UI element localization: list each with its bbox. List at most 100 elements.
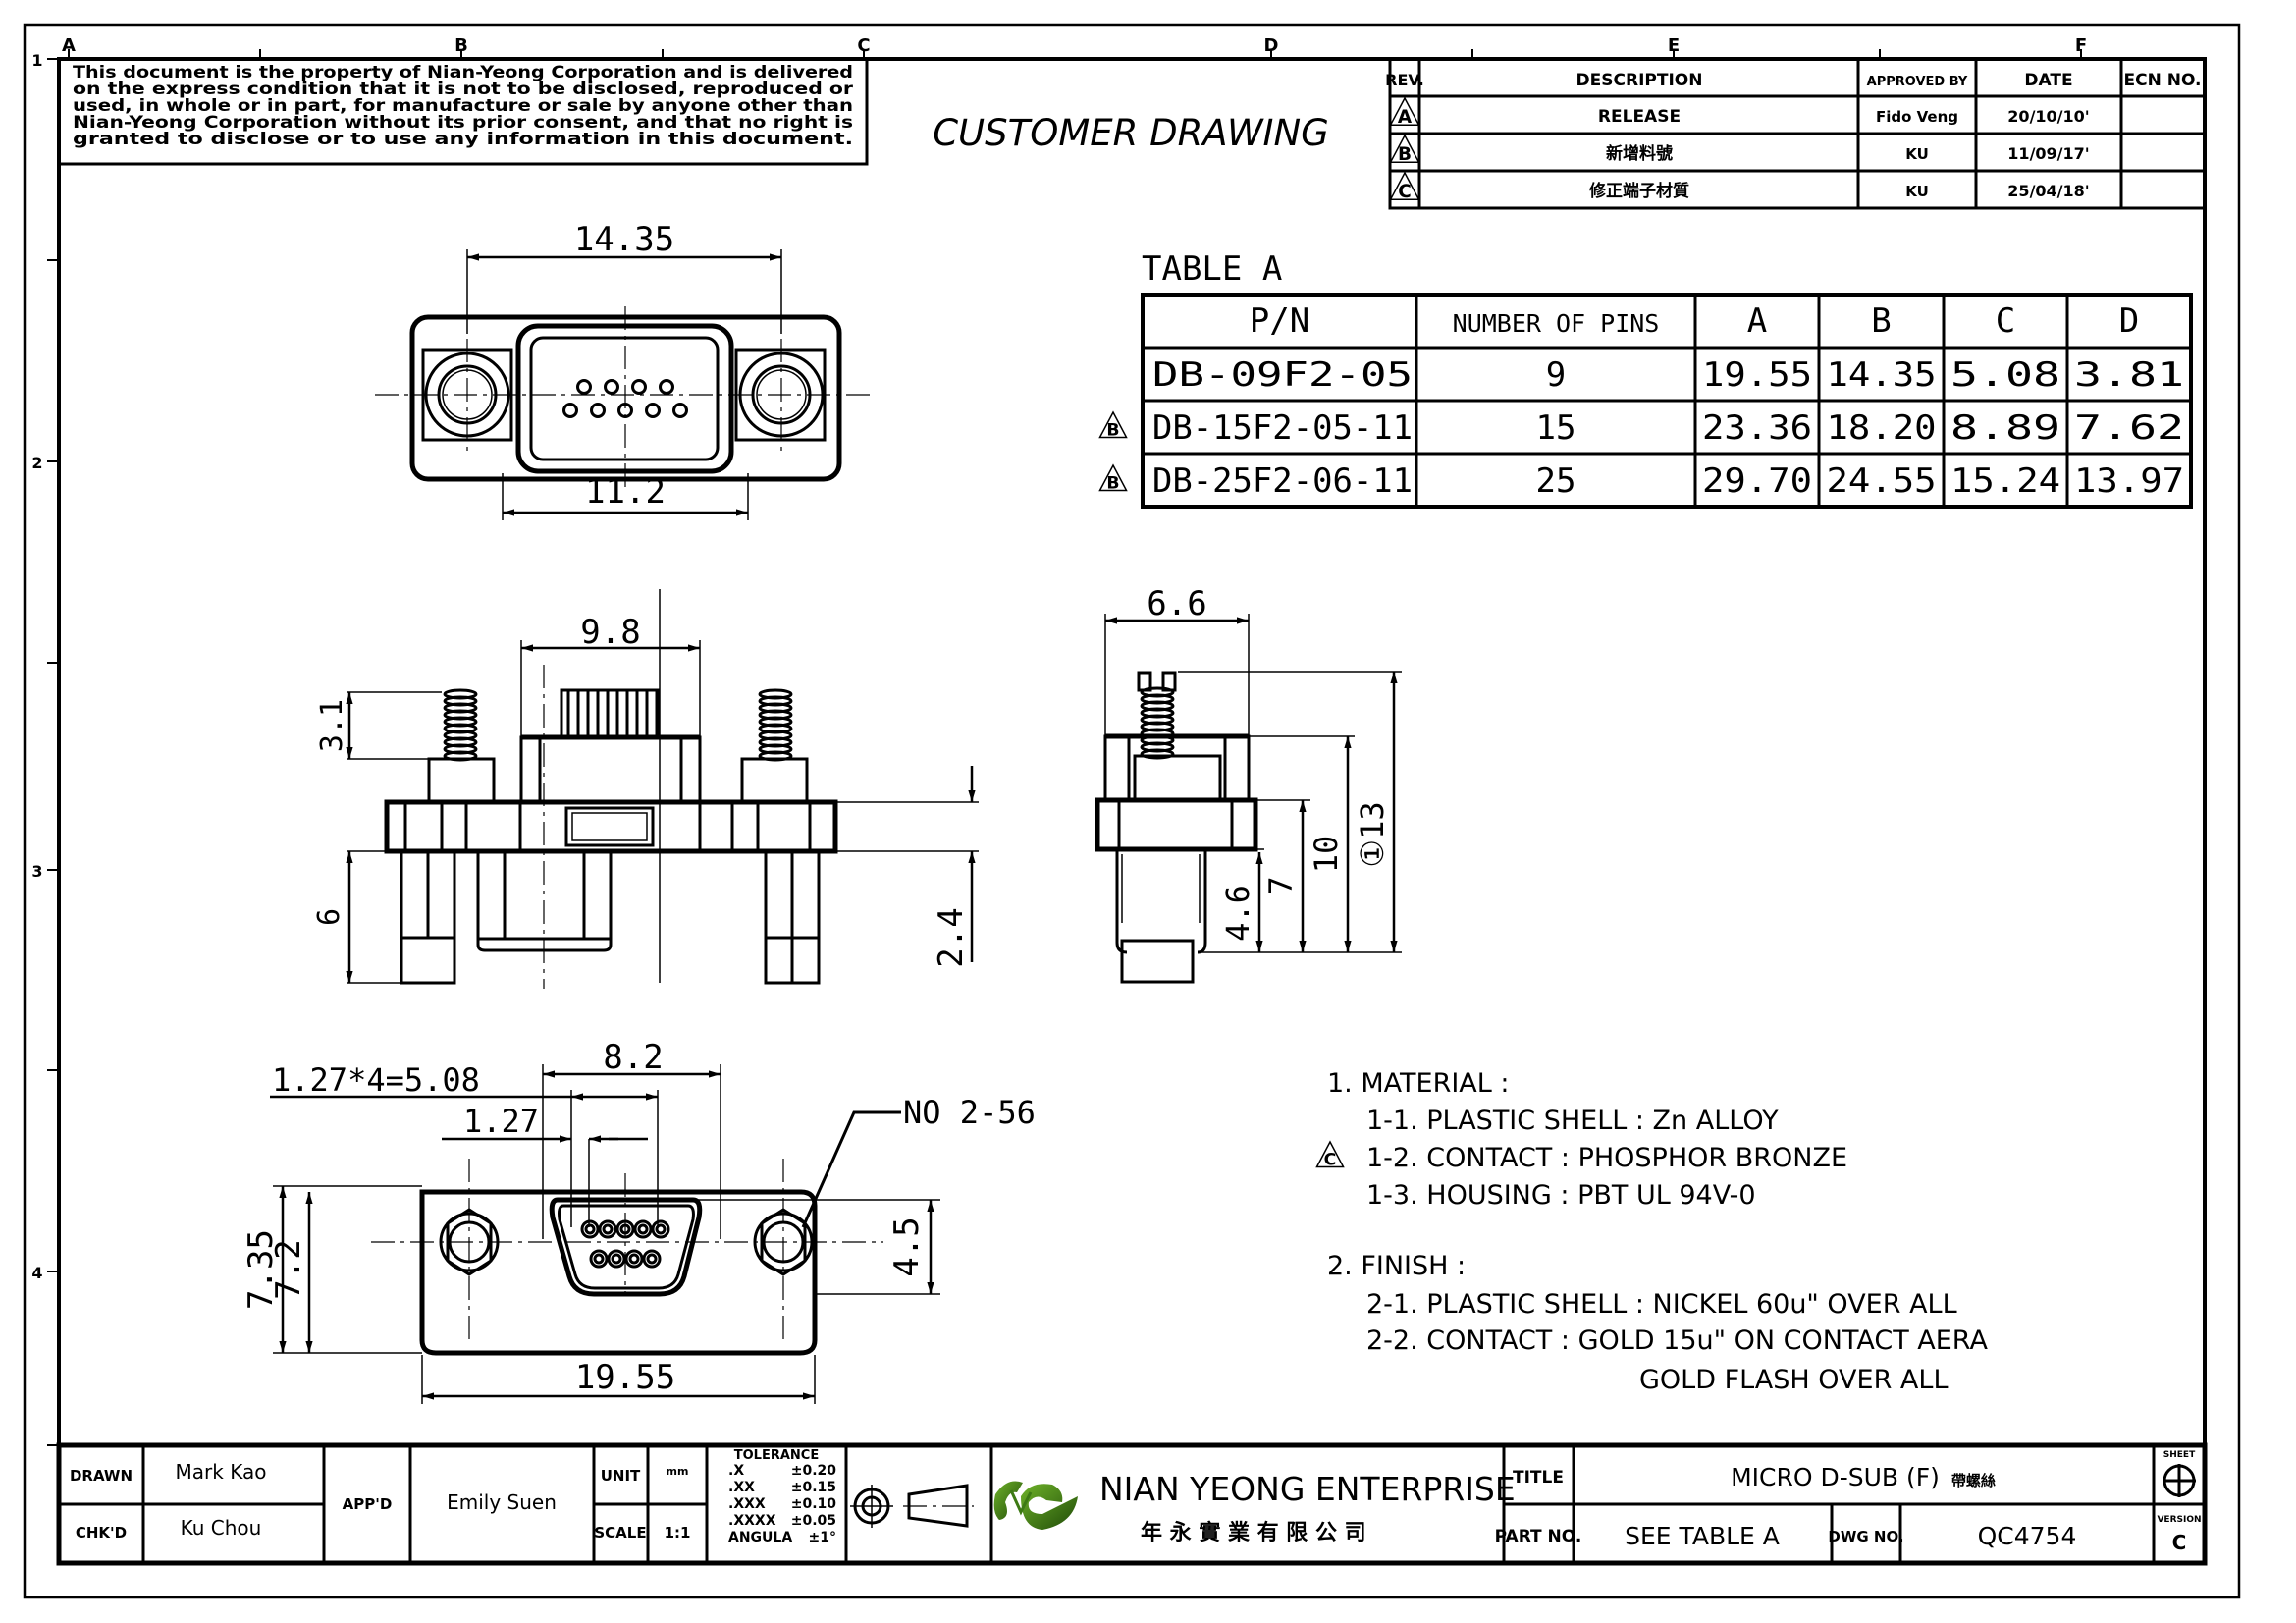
table-a-pins: 9 [1546, 355, 1566, 395]
notes-material-item: 1-3. HOUSING : PBT UL 94V-0 [1366, 1180, 1756, 1211]
tolerance-value: ±0.10 [791, 1496, 837, 1512]
third-angle-projection-icon [850, 1484, 974, 1528]
tolerance-key: .XXXX [728, 1513, 776, 1529]
contact-hole [624, 1249, 644, 1269]
rev-header-date: DATE [2024, 71, 2072, 90]
table-a-pn: DB-09F2-05 [1152, 355, 1413, 395]
revision-date: 25/04/18' [2007, 182, 2089, 200]
dim-side-13: ①13 [1354, 801, 1391, 867]
scale-label: SCALE [594, 1524, 646, 1542]
contact-hole [580, 1219, 600, 1239]
notice-line: used, in whole or in part, for manufactu… [73, 96, 853, 116]
notice-line: Nian-Yeong Corporation without its prior… [73, 113, 853, 133]
dim-side-13-value: 13 [1354, 801, 1391, 839]
notes-finish-item-1: 2-1. PLASTIC SHELL : NICKEL 60u" OVER AL… [1366, 1289, 1957, 1320]
dim-side-7: 7 [1262, 876, 1300, 894]
revision-description: RELEASE [1598, 107, 1681, 127]
dim-bottom-pitch-total: 1.27*4=5.08 [272, 1061, 480, 1099]
dim-side-6-6: 6.6 [1147, 584, 1206, 623]
revision-approved-by: KU [1905, 183, 1929, 200]
title-label: TITLE [1513, 1468, 1564, 1488]
notes-material-item: 1-1. PLASTIC SHELL : Zn ALLOY [1366, 1106, 1779, 1136]
zone-row-label: 1 [31, 51, 42, 70]
notes-material-item: C 1-2. CONTACT : PHOSPHOR BRONZE [1315, 1140, 1847, 1173]
table-a-pins: 25 [1536, 461, 1576, 501]
part-no-value: SEE TABLE A [1625, 1522, 1780, 1550]
revision-date: 11/09/17' [2007, 144, 2089, 163]
table-a-header: NUMBER OF PINS [1453, 309, 1660, 338]
notes: 1. MATERIAL : 1-1. PLASTIC SHELL : Zn AL… [1315, 1068, 1988, 1395]
rev-header-approved: APPROVED BY [1867, 75, 1968, 89]
proprietary-notice: This document is the property of Nian-Ye… [57, 57, 869, 166]
sheet-label: SHEET [2163, 1450, 2196, 1460]
version-label: VERSION [2157, 1515, 2201, 1525]
revision-letter: C [1324, 1150, 1337, 1169]
side-view: 6.6 4.6 7 10 ①13 [1095, 584, 1402, 984]
zone-column-label: F [2075, 35, 2087, 56]
table-a-dim-d: 7.62 [2074, 408, 2184, 448]
notes-finish-item-2: 2-2. CONTACT : GOLD 15u" ON CONTACT AERA [1366, 1325, 1988, 1356]
table-a-dim-c: 15.24 [1950, 461, 2060, 501]
revision-table: REV. DESCRIPTION APPROVED BY DATE ECN NO… [1385, 57, 2207, 210]
part-no-label: PART NO. [1495, 1527, 1582, 1546]
dim-bottom-screw: NO 2-56 [903, 1094, 1036, 1131]
table-a-dim-d: 13.97 [2074, 461, 2184, 501]
revision-marker-icon: A [1389, 96, 1420, 128]
rev-header-rev: REV. [1385, 71, 1424, 89]
pin-hole [672, 403, 688, 418]
pin-hole [645, 403, 661, 418]
top-view: 14.35 11.2 [375, 220, 876, 520]
table-a-header: D [2119, 301, 2139, 341]
notes-finish-heading: 2. FINISH : [1327, 1251, 1466, 1281]
title-value-zh: 帶螺絲 [1951, 1472, 1996, 1489]
table-a-header: P/N [1250, 301, 1309, 341]
dwg-no-label: DWG NO. [1828, 1528, 1903, 1545]
table-a-title: TABLE A [1142, 249, 1282, 289]
notes-material-text: 1-1. PLASTIC SHELL : Zn ALLOY [1366, 1106, 1779, 1136]
checked-value: Ku Chou [181, 1516, 262, 1540]
unit-value: mm [667, 1465, 689, 1478]
pin-hole [631, 379, 647, 395]
revision-marker-icon: B [1098, 463, 1128, 493]
dwg-no-value: QC4754 [1978, 1522, 2077, 1550]
dim-bottom-pitch: 1.27 [463, 1103, 539, 1140]
contact-hole [651, 1219, 670, 1239]
revision-marker-icon: B [1098, 410, 1128, 440]
notice-line: This document is the property of Nian-Ye… [73, 63, 853, 82]
dim-front-6: 6 [312, 908, 347, 926]
drawing-header-title: CUSTOMER DRAWING [933, 112, 1329, 154]
zone-column-label: B [454, 35, 468, 56]
checked-label: CHK'D [76, 1524, 127, 1542]
dim-side-4-6: 4.6 [1219, 885, 1256, 942]
table-a-dim-c: 5.08 [1950, 355, 2060, 395]
pin-hole [604, 379, 619, 395]
revision-approved-by: Fido Veng [1876, 108, 1958, 126]
version-value: C [2172, 1531, 2187, 1554]
approved-value: Emily Suen [447, 1490, 557, 1514]
tolerance-value: ±0.20 [791, 1463, 837, 1479]
table-a-dim-d: 3.81 [2074, 355, 2184, 395]
notes-material-text: 1-2. CONTACT : PHOSPHOR BRONZE [1366, 1143, 1847, 1173]
revision-marker-icon: C [1389, 171, 1420, 202]
table-a-dim-b: 24.55 [1827, 461, 1937, 501]
zone-row-label: 2 [31, 454, 42, 472]
table-a-dim-a: 23.36 [1702, 408, 1812, 448]
tolerance-value: ±1° [809, 1530, 836, 1545]
rev-header-ecn: ECN NO. [2124, 71, 2202, 90]
tolerance-value: ±0.15 [791, 1480, 836, 1495]
dim-bottom-7-35: 7.35 [241, 1229, 281, 1310]
pin-hole [590, 403, 606, 418]
table-a-dim-c: 8.89 [1950, 408, 2060, 448]
unit-label: UNIT [601, 1467, 641, 1485]
pin-hole [562, 403, 578, 418]
revision-description: 新增料號 [1606, 143, 1673, 164]
table-a-pins: 15 [1536, 408, 1576, 448]
notice-line: granted to disclose or to use any inform… [73, 130, 853, 149]
dim-top-11-2: 11.2 [585, 472, 666, 512]
notes-material-text: 1-3. HOUSING : PBT UL 94V-0 [1366, 1180, 1756, 1211]
